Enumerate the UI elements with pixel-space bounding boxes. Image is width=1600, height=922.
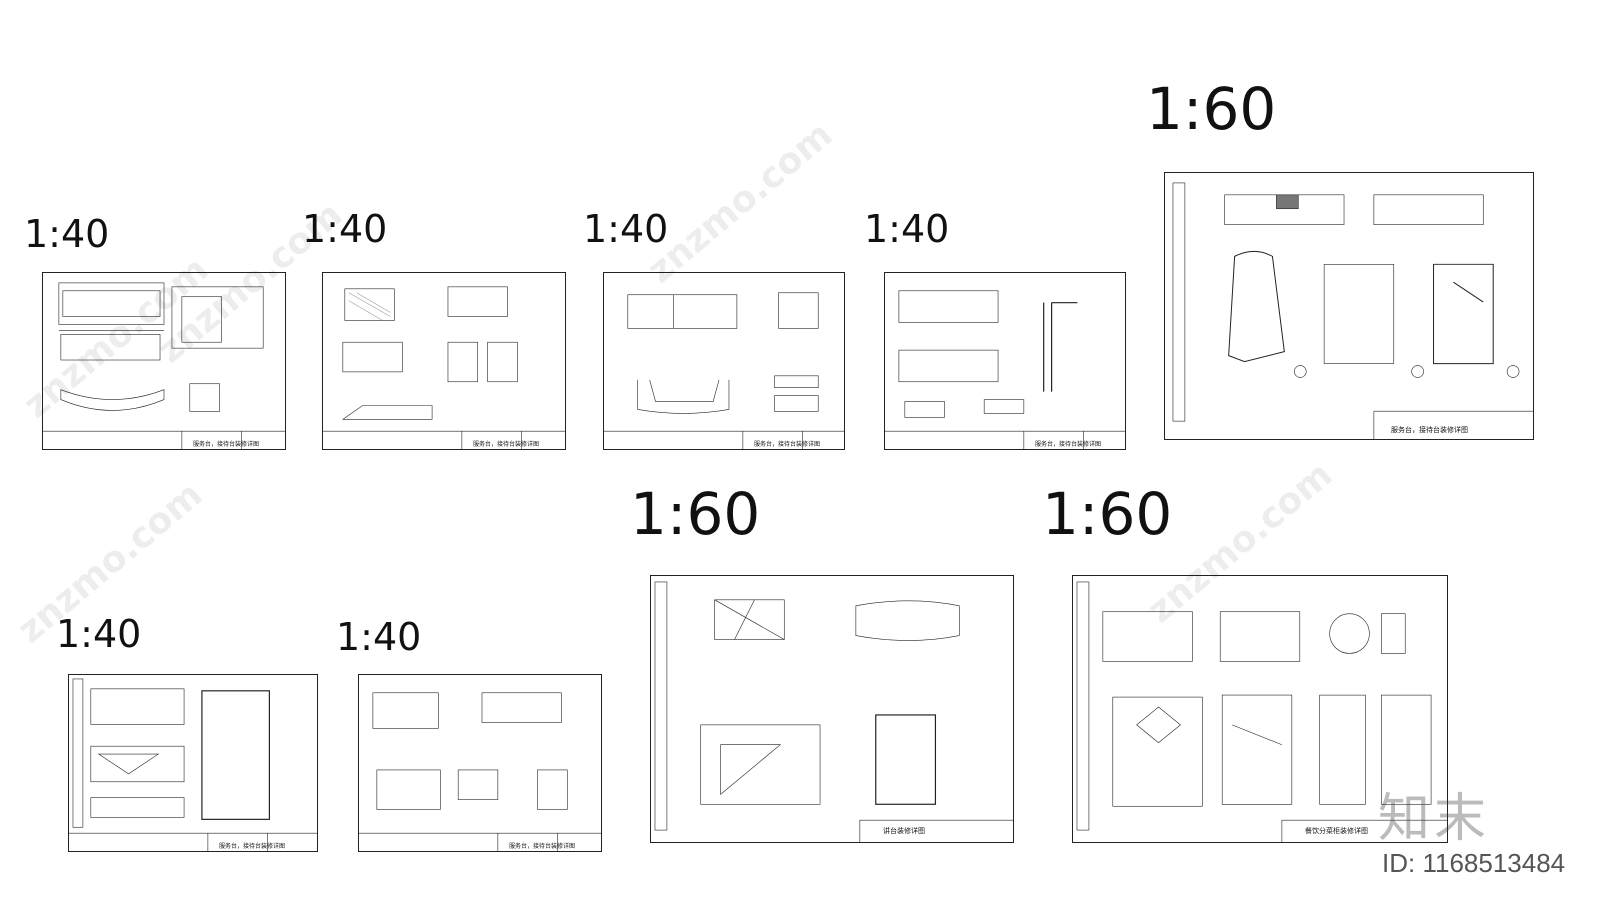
- drawing-sheet-7: 服务台，接待台装修详图: [358, 674, 602, 852]
- sheet-drawing-7: [359, 692, 601, 851]
- sheet-drawing-8: [654, 581, 1013, 842]
- sheet-drawing-1: [43, 282, 285, 449]
- sheet-drawing-3: [604, 292, 844, 449]
- sheet-title-7: 服务台，接待台装修详图: [509, 843, 576, 850]
- drawing-sheet-4: 服务台，接待台装修详图: [884, 272, 1126, 450]
- sheet-title-4: 服务台，接待台装修详图: [1035, 441, 1102, 448]
- scale-label-7: 1:40: [336, 615, 422, 659]
- sheet-title-8: 讲台装修详图: [883, 827, 925, 835]
- sheet-title-5: 服务台，接待台装修详图: [1391, 426, 1468, 434]
- sheet-title-1: 服务台，接待台装修详图: [193, 441, 260, 448]
- sheet-drawing-9: [1076, 581, 1447, 842]
- sheet-drawing-2: [323, 286, 565, 449]
- brand-logo: 知末: [1378, 789, 1491, 849]
- scale-label-5: 1:60: [1146, 75, 1277, 143]
- drawing-sheet-9: 餐饮分菜柜装修详图: [1072, 575, 1448, 843]
- sheet-title-6: 服务台，接待台装修详图: [219, 843, 286, 850]
- sheet-title-2: 服务台，接待台装修详图: [473, 441, 540, 448]
- scale-label-4: 1:40: [864, 207, 950, 251]
- sheet-title-3: 服务台，接待台装修详图: [754, 441, 821, 448]
- sheet-drawing-6: [69, 678, 317, 851]
- drawing-sheet-8: 讲台装修详图: [650, 575, 1014, 843]
- scale-label-9: 1:60: [1042, 480, 1173, 548]
- scale-label-2: 1:40: [302, 207, 388, 251]
- drawing-sheet-3: 服务台，接待台装修详图: [603, 272, 845, 450]
- sheet-drawing-5: [1172, 182, 1533, 439]
- scale-label-1: 1:40: [24, 212, 110, 256]
- sheet-title-9: 餐饮分菜柜装修详图: [1305, 827, 1368, 835]
- scale-label-6: 1:40: [56, 612, 142, 656]
- drawing-sheet-1: 服务台，接待台装修详图: [42, 272, 286, 450]
- drawing-sheet-6: 服务台，接待台装修详图: [68, 674, 318, 852]
- drawing-sheet-5: 服务台，接待台装修详图: [1164, 172, 1534, 440]
- scale-label-3: 1:40: [583, 207, 669, 251]
- sheet-drawing-4: [885, 290, 1125, 449]
- drawing-sheet-2: 服务台，接待台装修详图: [322, 272, 566, 450]
- scale-label-8: 1:60: [630, 480, 761, 548]
- asset-id-label: ID: 1168513484: [1382, 848, 1566, 878]
- watermark-3: znzmo.com: [640, 114, 841, 292]
